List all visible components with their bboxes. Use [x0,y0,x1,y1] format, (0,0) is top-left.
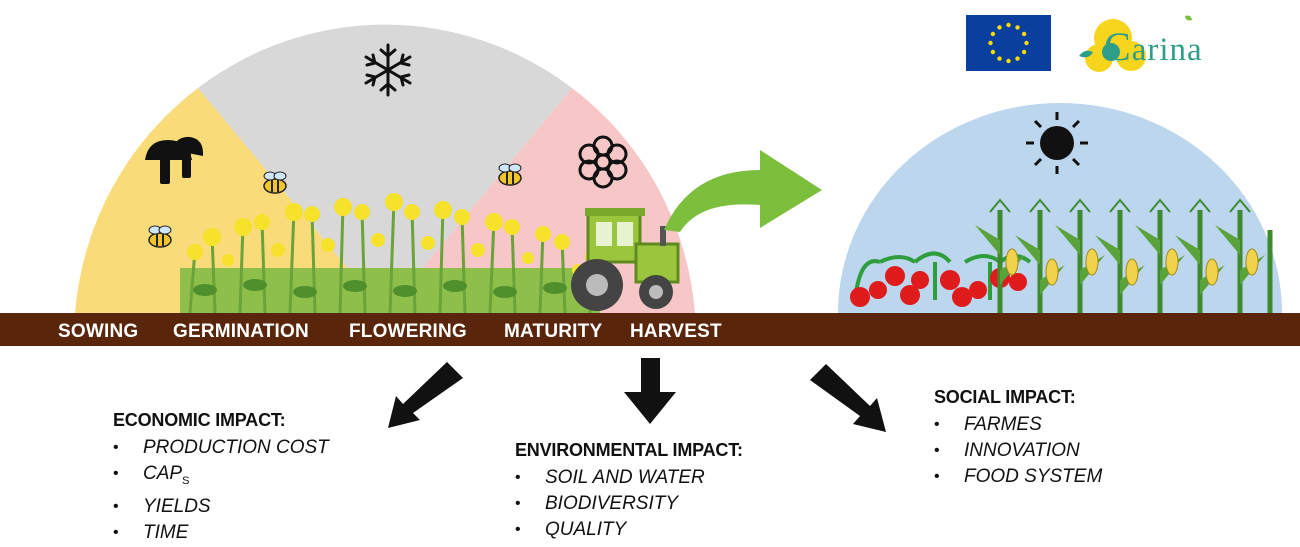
list-item: YIELDS [113,494,329,520]
social-impact-title: SOCIAL IMPACT: [934,387,1076,407]
bee-icon [263,171,287,194]
carina-logo-wordmark: arina [1131,32,1203,68]
list-item: QUALITY [515,517,743,543]
stage-sowing: SOWING [58,321,139,342]
list-item: PRODUCTION COST [113,435,329,461]
list-item: SOIL AND WATER [515,465,743,491]
winter-sector [198,24,572,313]
list-item: FOOD SYSTEM [934,464,1102,490]
corn-field [975,198,1273,313]
carina-logo-text: Carina [1104,23,1203,70]
snowflake-icon [364,43,412,97]
social-item-innovation: INNOVATION [964,440,1080,461]
eu-stars-icon [988,22,1029,64]
environmental-impact-block: ENVIRONMENTAL IMPACT: SOIL AND WATER BIO… [515,440,743,543]
bee-icon [498,163,522,186]
list-item: FARMES [934,412,1102,438]
social-item-farmes: FARMES [964,414,1042,435]
social-item-food-system: FOOD SYSTEM [964,466,1103,487]
list-item: TIME [113,520,329,546]
tractor-icon [571,208,680,311]
economic-item-yields: YIELDS [143,495,211,517]
arrow-social [810,364,886,432]
eu-flag-logo [966,15,1051,71]
autumn-sector [75,88,385,313]
flower-icon [578,135,628,189]
environmental-item-soil-water: SOIL AND WATER [545,467,705,488]
stage-flowering: FLOWERING [349,321,467,342]
economic-impact-title: ECONOMIC IMPACT: [113,410,286,430]
rapeseed-field [180,193,600,314]
economic-impact-list: PRODUCTION COST CAPS YIELDS TIME [113,435,329,546]
list-item: BIODIVERSITY [515,491,743,517]
economic-item-time: TIME [143,521,189,543]
economic-item-production-cost: PRODUCTION COST [143,437,329,458]
stage-maturity: MATURITY [504,321,603,342]
bee-icon [148,225,172,248]
mushroom-icon [145,136,204,184]
list-item: CAPS [113,461,329,494]
stage-germination: GERMINATION [173,321,309,342]
carina-logo-initial: C [1104,24,1132,69]
list-item: INNOVATION [934,438,1102,464]
social-impact-list: FARMES INNOVATION FOOD SYSTEM [934,412,1102,490]
arrow-environmental [624,358,676,424]
economic-item-cap: CAP [143,463,183,484]
carina-logo [1079,15,1192,72]
economic-impact-block: ECONOMIC IMPACT: PRODUCTION COST CAPS YI… [113,410,329,546]
environmental-item-quality: QUALITY [545,519,627,540]
arrow-economic [388,362,463,428]
sun-icon [1026,112,1088,174]
stage-harvest: HARVEST [630,321,722,342]
green-arrow [664,150,822,232]
cap-subscript: S [182,474,190,487]
soil-timeline-bar [0,313,1300,346]
environmental-impact-list: SOIL AND WATER BIODIVERSITY QUALITY [515,465,743,543]
environmental-item-biodiversity: BIODIVERSITY [545,493,679,514]
social-impact-block: SOCIAL IMPACT: FARMES INNOVATION FOOD SY… [934,387,1102,490]
environmental-impact-title: ENVIRONMENTAL IMPACT: [515,440,743,460]
